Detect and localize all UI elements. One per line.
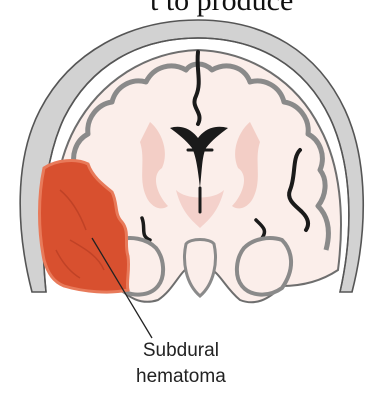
label-line-1: Subdural	[136, 338, 226, 364]
subdural-hematoma-label: Subdural hematoma	[136, 338, 226, 390]
label-line-2: hematoma	[136, 364, 226, 390]
right-temporal-lobe	[237, 238, 291, 295]
brainstem	[185, 240, 216, 297]
